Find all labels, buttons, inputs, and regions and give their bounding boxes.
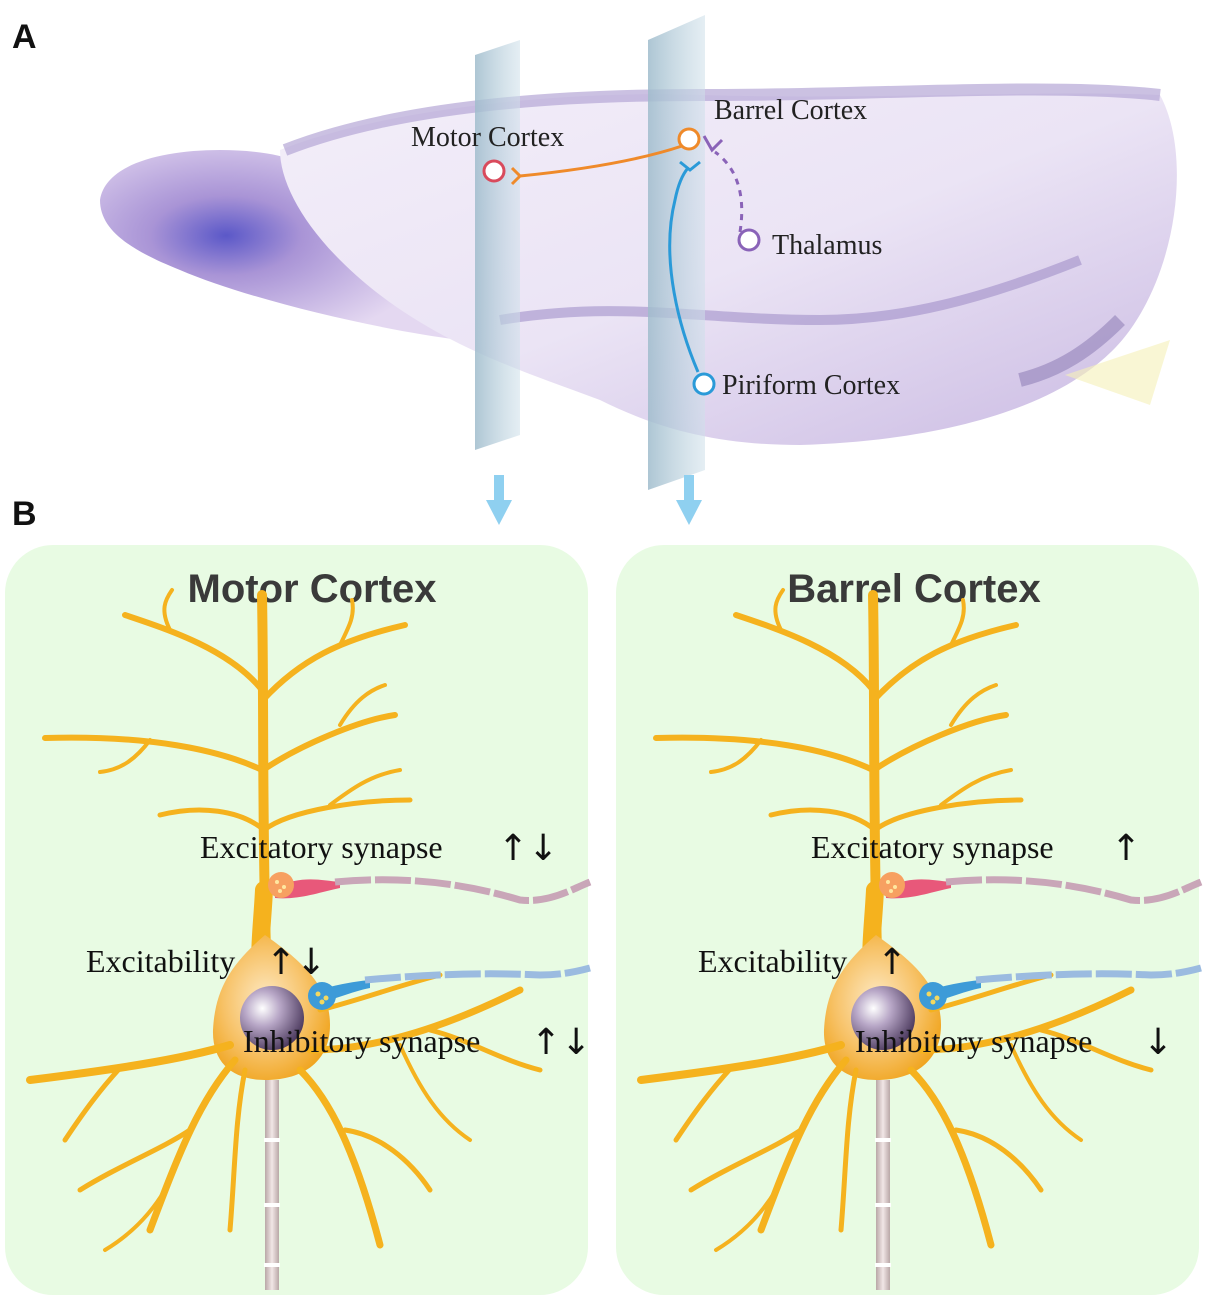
motor-cortex-neuron <box>482 159 506 183</box>
barrel-inhibitory-label: Inhibitory synapse <box>855 1023 1092 1059</box>
motor-excitability-label: Excitability <box>86 943 235 979</box>
panel-letter-b: B <box>12 495 37 533</box>
barrel-cortex-box: Barrel Cortex Excitatory synapse ↑ Excit… <box>616 545 1201 1295</box>
piriform-cortex-neuron <box>692 372 716 396</box>
label-motor-cortex: Motor Cortex <box>411 122 564 153</box>
barrel-excitability-arrows: ↑ <box>877 942 907 983</box>
motor-barrel-projection <box>519 144 683 178</box>
label-thalamus: Thalamus <box>772 230 882 261</box>
olfactory-bulb <box>100 150 460 340</box>
slice-arrow-motor <box>486 475 512 525</box>
brain-illustration: Motor Cortex Barrel Cortex Thalamus Piri… <box>100 15 1177 490</box>
barrel-inhibitory-arrows: ↓ <box>1143 1022 1173 1063</box>
slice-plane-motor <box>475 40 520 450</box>
barrel-excitatory-label: Excitatory synapse <box>811 829 1054 865</box>
barrel-cortex-neuron <box>677 127 701 151</box>
barrel-box-title: Barrel Cortex <box>787 567 1040 611</box>
panel-letter-a: A <box>12 18 37 56</box>
motor-excitatory-arrows: ↑↓ <box>498 828 558 869</box>
barrel-excitability-label: Excitability <box>698 943 847 979</box>
slice-plane-barrel <box>648 15 705 490</box>
motor-excitability-arrows: ↑↓ <box>266 942 326 983</box>
barrel-excitatory-arrows: ↑ <box>1111 828 1141 869</box>
motor-inhibitory-label: Inhibitory synapse <box>243 1023 480 1059</box>
motor-cortex-box: Motor Cortex Excitatory synapse ↑↓ Excit… <box>5 545 591 1295</box>
motor-box-title: Motor Cortex <box>188 567 437 611</box>
label-piriform-cortex: Piriform Cortex <box>722 370 900 401</box>
label-barrel-cortex: Barrel Cortex <box>714 95 867 126</box>
motor-inhibitory-arrows: ↑↓ <box>531 1022 591 1063</box>
piriform-projection <box>668 167 700 373</box>
slice-arrow-barrel <box>676 475 702 525</box>
thalamus-neuron <box>737 228 761 252</box>
motor-excitatory-label: Excitatory synapse <box>200 829 443 865</box>
